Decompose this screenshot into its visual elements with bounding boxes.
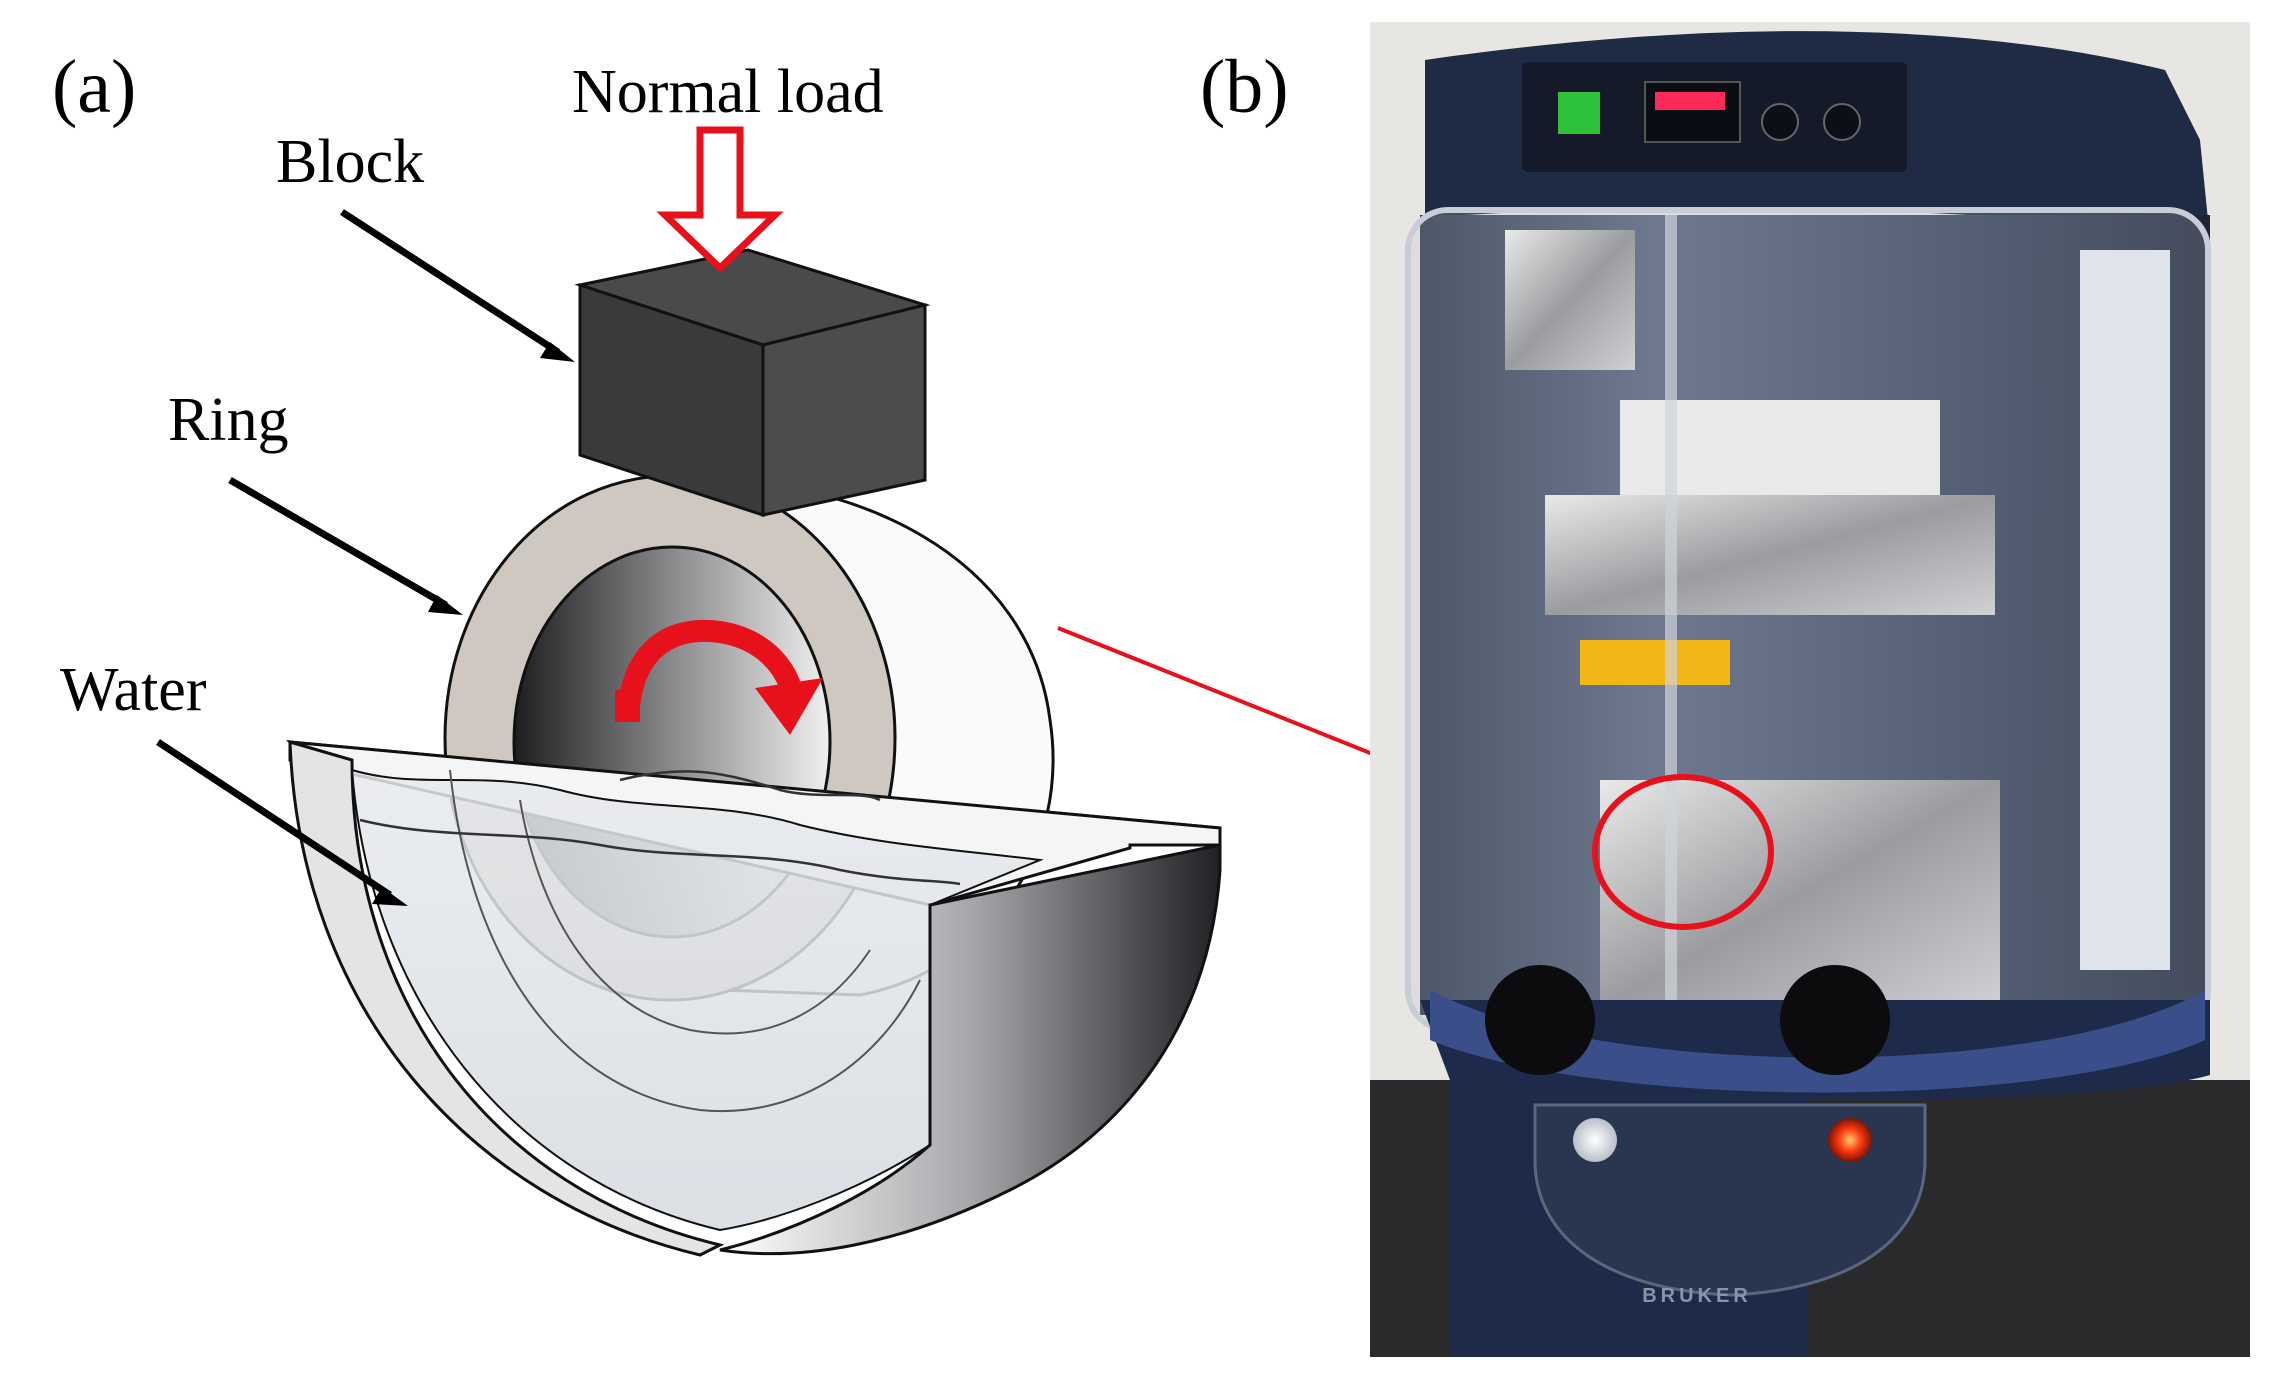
callout-pointers [156, 209, 575, 906]
water-surface-wave [359, 818, 961, 886]
ring-pointer [228, 476, 448, 609]
block-label: Block [276, 128, 424, 196]
normal-load-arrow [656, 126, 784, 273]
water-pointer [156, 739, 392, 898]
water-surface-wave-2 [619, 770, 881, 802]
water-volume [350, 768, 1044, 1232]
control-knob-left [1761, 103, 1799, 141]
panel-b-label: (b) [1200, 45, 1289, 129]
ring-label: Ring [168, 386, 289, 454]
water-bath [288, 739, 1222, 1257]
side-rail [2080, 250, 2170, 970]
water-pointer-head [372, 887, 408, 906]
normal-load-label: Normal load [572, 58, 884, 126]
rotation-arrow [615, 619, 823, 735]
block [574, 248, 931, 518]
block-pointer [340, 209, 560, 355]
start-button-lamp [1573, 1118, 1617, 1162]
instrument-brand: BRUKER [1642, 1285, 1752, 1307]
instrument-photo: BRUKER [1370, 22, 2250, 1357]
block-pointer-head [540, 342, 575, 362]
control-knob-right [1823, 103, 1861, 141]
glove-port-left [1485, 965, 1595, 1075]
bath-curved-shell [719, 843, 1222, 1256]
temperature-display [1644, 81, 1741, 143]
water-label: Water [60, 656, 207, 724]
temperature-readout [1655, 92, 1725, 110]
base-front-shelf [1430, 990, 2205, 1093]
block-side-face [761, 303, 927, 517]
bath-end-face [288, 739, 725, 1257]
panel-a: (a) [52, 45, 1590, 1257]
test-region-highlight [1592, 774, 1774, 930]
upper-mount [1505, 230, 1635, 370]
test-stage [1600, 780, 2000, 1010]
yellow-component [1580, 640, 1730, 685]
load-cell-housing [1545, 495, 1995, 615]
power-indicator [1558, 92, 1600, 134]
vertical-column [1665, 215, 1677, 1015]
panel-b: (b) [1200, 22, 2250, 1357]
stop-button-lamp [1828, 1118, 1872, 1162]
ring-submerged-inner [519, 799, 871, 1035]
glove-port-right [1780, 965, 1890, 1075]
ring-submerged-outline [449, 769, 921, 1113]
front-control-panel [1533, 1103, 1927, 1297]
panel-a-label: (a) [52, 45, 136, 129]
ring-pointer-head [428, 595, 463, 615]
